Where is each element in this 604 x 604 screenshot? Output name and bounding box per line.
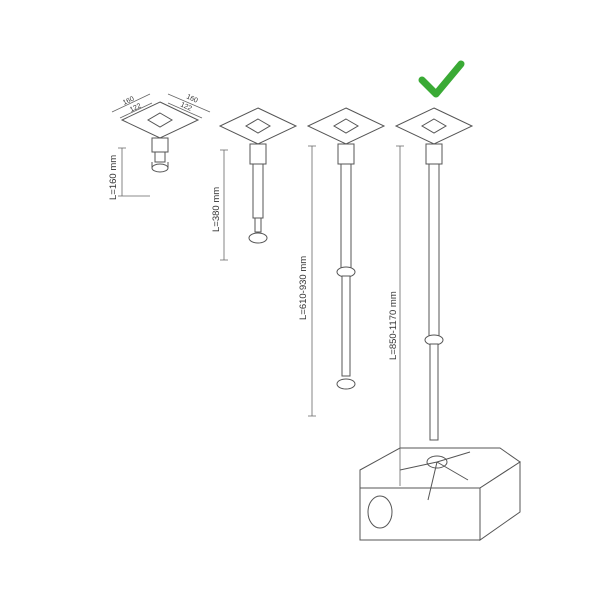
dimension-inner-b: 122 — [179, 101, 193, 112]
dimension-inner-a: 122 — [129, 102, 143, 113]
mount-160: 160 122 160 122 L=160 mm — [108, 93, 211, 200]
length-label-160: L=160 mm — [108, 155, 119, 200]
length-label-610-930: L=610-930 mm — [298, 256, 309, 320]
length-label-380: L=380 mm — [211, 187, 222, 232]
dimension-outer-b: 160 — [185, 93, 199, 104]
mount-380: L=380 mm — [211, 107, 298, 261]
mount-610-930: L=610-930 mm — [298, 107, 386, 417]
mount-850-1170: L=850-1170 mm — [359, 107, 521, 541]
dimension-outer-a: 160 — [122, 95, 136, 106]
length-label-850-1170: L=850-1170 mm — [388, 291, 399, 360]
checkmark-icon — [418, 60, 465, 98]
